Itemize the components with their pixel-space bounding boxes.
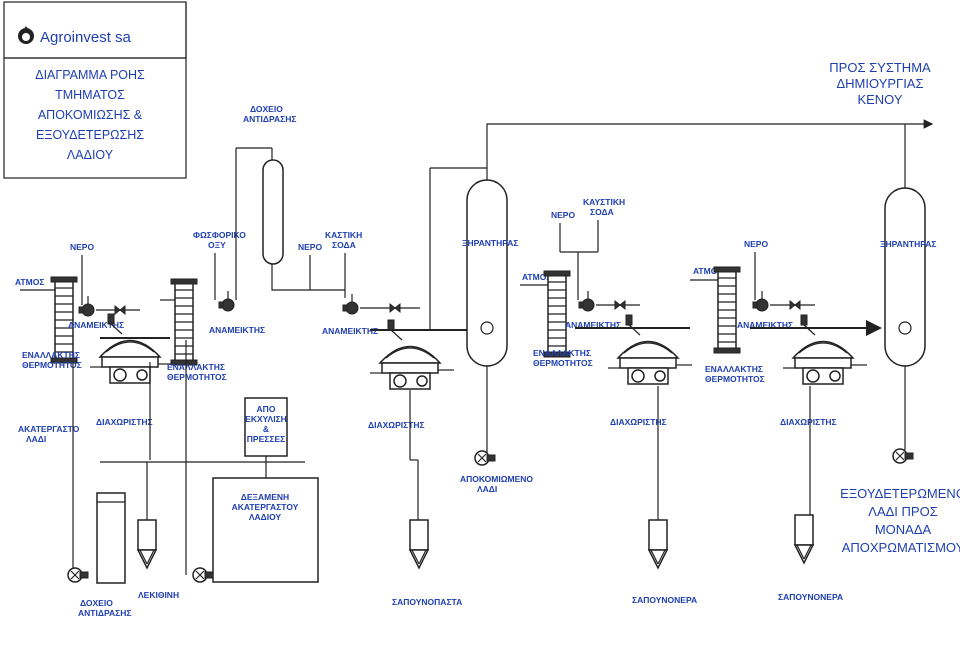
- title-box: [3, 57, 187, 179]
- title-line-2: ΤΜΗΜΑΤΟΣ: [55, 88, 125, 102]
- to-vacuum-line-1: ΠΡΟΣ ΣΥΣΤΗΜΑ: [829, 60, 931, 75]
- heat-exchanger-2-label-a: ΕΝΑΛΛΑΚΤΗΣ: [167, 362, 225, 372]
- crude-oil-label-b: ΛΑΔΙ: [26, 434, 46, 444]
- company-name: Agroinvest sa: [40, 29, 132, 46]
- heat-exchanger-1-label-b: ΘΕΡΜΟΤΗΤΟΣ: [22, 360, 82, 370]
- steam-label-1: ΑΤΜΟΣ: [15, 277, 44, 287]
- caustic-soda-label-b: ΣΟΔΑ: [332, 240, 356, 250]
- heat-exchanger-1-label-a: ΕΝΑΛΛΑΚΤΗΣ: [22, 350, 80, 360]
- heat-exchanger-2: [170, 278, 198, 366]
- separator-3-label: ΔΙΑΧΩΡΙΣΤΗΣ: [610, 417, 667, 427]
- steam-label-3: ΑΤΜΟΣ: [693, 266, 722, 276]
- mixer-3-label: ΑΝΑΜΕΙΚΤΗΣ: [322, 326, 378, 336]
- final-product-line-4: ΑΠΟΧΡΩΜΑΤΙΣΜΟΥ: [842, 540, 960, 555]
- mixer-1-label: ΑΝΑΜΕΙΚΤΗΣ: [68, 320, 124, 330]
- from-extraction-box: [244, 397, 288, 457]
- soapwater-1-label: ΣΑΠΟΥΝΟΝΕΡΑ: [632, 595, 697, 605]
- degummed-oil-label-a: ΑΠΟΚΟΜΙΩΜΕΝΟ: [460, 474, 533, 484]
- steam-label-2: ΑΤΜΟΣ: [522, 272, 551, 282]
- final-product-line-3: ΜΟΝΑΔΑ: [875, 522, 932, 537]
- from-extraction-label-3: &: [263, 424, 269, 434]
- caustic-soda-2-label-a: ΚΑΥΣΤΙΚΗ: [583, 197, 625, 207]
- final-product-line-2: ΛΑΔΙ ΠΡΟΣ: [868, 504, 937, 519]
- mixer-1: [78, 295, 95, 317]
- dryer-2: [884, 187, 926, 367]
- mixer-4: [578, 290, 595, 312]
- lecithin-label: ΛΕΚΙΘΙΝΗ: [138, 590, 179, 600]
- water-label-3: ΝΕΡΟ: [551, 210, 575, 220]
- vacuum-line: [486, 119, 934, 197]
- mixer-4-label: ΑΝΑΜΕΙΚΤΗΣ: [565, 320, 621, 330]
- final-product-label: ΕΞΟΥΔΕΤΕΡΩΜΕΝΟ ΛΑΔΙ ΠΡΟΣ ΜΟΝΑΔΑ ΑΠΟΧΡΩΜΑ…: [840, 486, 960, 555]
- pump-2: [192, 567, 214, 583]
- dryer-1-label: ΞΗΡΑΝΤΗΡΑΣ: [462, 238, 519, 248]
- pump-3: [474, 450, 496, 466]
- dryer-1: [466, 179, 508, 367]
- mixer-2-label: ΑΝΑΜΕΙΚΤΗΣ: [209, 325, 265, 335]
- heat-exchanger-4-label-b: ΘΕΡΜΟΤΗΤΟΣ: [705, 374, 765, 384]
- water-label-2: ΝΕΡΟ: [298, 242, 322, 252]
- reaction-tank-bottom: [96, 492, 126, 584]
- reaction-tank-label-a: ΔΟΧΕΙΟ: [250, 104, 283, 114]
- reaction-tank-label-b: ΑΝΤΙΔΡΑΣΗΣ: [243, 114, 296, 124]
- soapwater-1-collector: [648, 519, 668, 569]
- lecithin-collector: [137, 519, 157, 569]
- separator-2-label: ΔΙΑΧΩΡΙΣΤΗΣ: [368, 420, 425, 430]
- from-extraction-label-2: ΕΚΧΥΛΙΣΗ: [245, 414, 287, 424]
- degummed-oil-label-b: ΛΑΔΙ: [477, 484, 497, 494]
- soapwater-2-label: ΣΑΠΟΥΝΟΝΕΡΑ: [778, 592, 843, 602]
- dryer-2-label: ΞΗΡΑΝΤΗΡΑΣ: [880, 239, 937, 249]
- water-label-1: ΝΕΡΟ: [70, 242, 94, 252]
- heat-exchanger-3-label-a: ΕΝΑΛΛΑΚΤΗΣ: [533, 348, 591, 358]
- to-vacuum-line-3: ΚΕΝΟΥ: [857, 92, 902, 107]
- heat-exchanger-3-label-b: ΘΕΡΜΟΤΗΤΟΣ: [533, 358, 593, 368]
- separator-4: [782, 314, 868, 385]
- from-extraction-label-4: ΠΡΕΣΣΕΣ: [247, 434, 285, 444]
- water-label-4: ΝΕΡΟ: [744, 239, 768, 249]
- caustic-soda-2-label-b: ΣΟΔΑ: [590, 207, 614, 217]
- crude-tank-label-2: ΑΚΑΤΕΡΓΑΣΤΟΥ: [232, 502, 299, 512]
- phosphoric-acid-label-b: ΟΞΥ: [208, 240, 226, 250]
- separator-1-label: ΔΙΑΧΩΡΙΣΤΗΣ: [96, 417, 153, 427]
- to-vacuum-line-2: ΔΗΜΙΟΥΡΓΙΑΣ: [836, 76, 923, 91]
- crude-tank-label-3: ΛΑΔΙΟΥ: [249, 512, 282, 522]
- soapstock-label: ΣΑΠΟΥΝΟΠΑΣΤΑ: [392, 597, 462, 607]
- reaction-tank-bottom-label-a: ΔΟΧΕΙΟ: [80, 598, 113, 608]
- heat-exchanger-4-label-a: ΕΝΑΛΛΑΚΤΗΣ: [705, 364, 763, 374]
- from-extraction-label-1: ΑΠΟ: [257, 404, 276, 414]
- soapwater-2-collector: [794, 514, 814, 564]
- heat-exchanger-2-label-b: ΘΕΡΜΟΤΗΤΟΣ: [167, 372, 227, 382]
- phosphoric-acid-label-a: ΦΩΣΦΟΡΙΚΟ: [193, 230, 246, 240]
- final-product-line-1: ΕΞΟΥΔΕΤΕΡΩΜΕΝΟ: [840, 486, 960, 501]
- logo-icon: [18, 26, 34, 44]
- separator-4-label: ΔΙΑΧΩΡΙΣΤΗΣ: [780, 417, 837, 427]
- heat-exchanger-4: [713, 266, 741, 354]
- mixer-5-label: ΑΝΑΜΕΙΚΤΗΣ: [737, 320, 793, 330]
- crude-tank: [212, 477, 319, 583]
- title-line-5: ΛΑΔΙΟΥ: [67, 148, 114, 162]
- pump-4: [892, 448, 914, 464]
- reaction-tank-bottom-label-b: ΑΝΤΙΔΡΑΣΗΣ: [78, 608, 131, 618]
- title-line-4: ΕΞΟΥΔΕΤΕΡΩΣΗΣ: [36, 128, 144, 142]
- diagram-title: ΔΙΑΓΡΑΜΜΑ ΡΟΗΣ ΤΜΗΜΑΤΟΣ ΑΠΟΚΟΜΙΩΣΗΣ & ΕΞ…: [35, 68, 145, 162]
- pump-1: [67, 567, 89, 583]
- title-line-1: ΔΙΑΓΡΑΜΜΑ ΡΟΗΣ: [35, 68, 145, 82]
- soapstock-collector: [409, 519, 429, 569]
- title-line-3: ΑΠΟΚΟΜΙΩΣΗΣ &: [38, 108, 143, 122]
- reaction-vessel: [262, 159, 284, 265]
- mixer-2: [218, 290, 235, 312]
- to-vacuum-label: ΠΡΟΣ ΣΥΣΤΗΜΑ ΔΗΜΙΟΥΡΓΙΑΣ ΚΕΝΟΥ: [829, 60, 931, 107]
- crude-oil-label-a: ΑΚΑΤΕΡΓΑΣΤΟ: [18, 424, 80, 434]
- heat-exchanger-3: [543, 270, 571, 358]
- crude-tank-label-1: ΔΕΞΑΜΕΝΗ: [241, 492, 289, 502]
- caustic-soda-label-a: ΚΑΣΤΙΚΗ: [325, 230, 362, 240]
